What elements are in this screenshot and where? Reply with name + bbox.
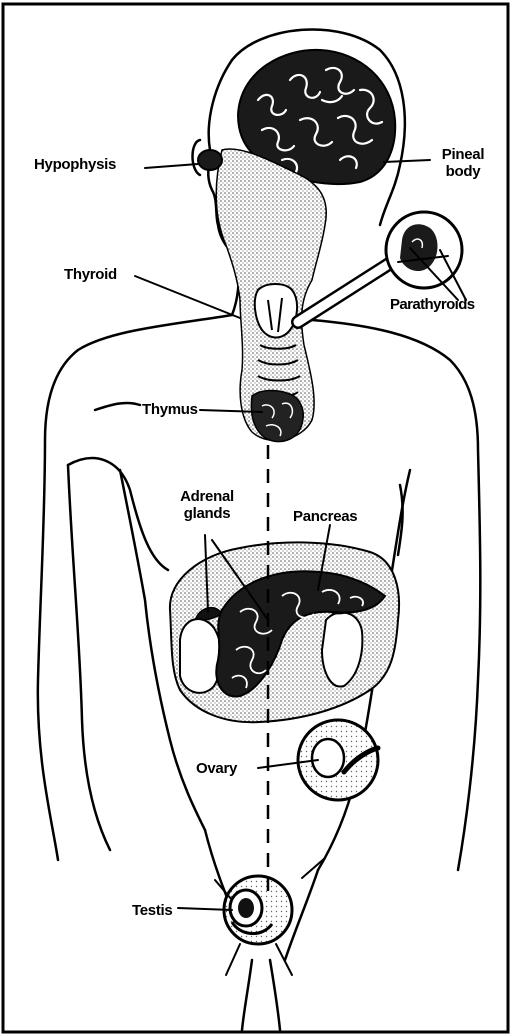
label-hypophysis: Hypophysis <box>34 156 116 173</box>
ovary-magnifier <box>298 720 378 800</box>
testis-magnifier <box>224 876 292 944</box>
label-pancreas: Pancreas <box>293 508 357 525</box>
hypophysis-gland <box>198 150 222 170</box>
label-adrenal-line2: glands <box>158 505 256 522</box>
label-pineal-line1: Pineal <box>428 146 498 163</box>
label-pineal-line2: body <box>428 163 498 180</box>
label-testis: Testis <box>132 902 172 919</box>
label-ovary: Ovary <box>196 760 237 777</box>
label-adrenal-line1: Adrenal <box>158 488 256 505</box>
label-adrenal-glands: Adrenal glands <box>158 488 256 522</box>
label-pineal-body: Pineal body <box>428 146 498 180</box>
label-parathyroids: Parathyroids <box>390 296 475 313</box>
label-thyroid: Thyroid <box>64 266 117 283</box>
kidney-left <box>180 619 222 693</box>
label-thymus: Thymus <box>142 401 198 418</box>
